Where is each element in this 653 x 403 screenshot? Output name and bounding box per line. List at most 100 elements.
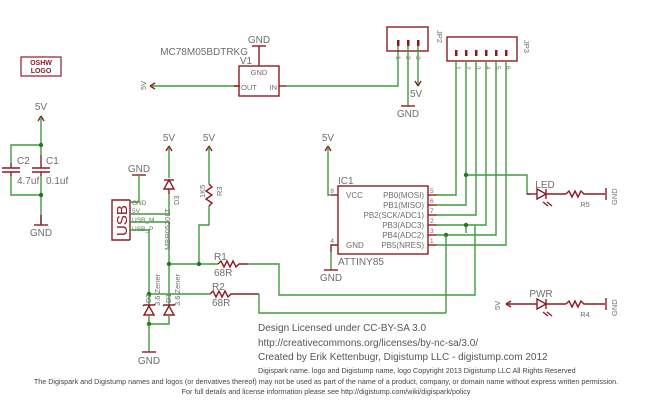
jp3-pin-2 xyxy=(465,50,468,56)
ic1-gnd: GND xyxy=(320,273,342,284)
r1-ref: R1 xyxy=(214,252,227,263)
usb-pin-usbm: USB_M xyxy=(132,217,154,224)
reg-pin-gnd: GND xyxy=(251,68,268,77)
jp3-pin-6 xyxy=(505,50,508,56)
decoupling-caps: 5V GND C2 4.7uf C1 0.1uf xyxy=(2,102,68,239)
r2-value: 68R xyxy=(212,298,230,309)
footer-created: Created by Erik Kettenbugr, Digistump LL… xyxy=(258,352,548,363)
ic1-pin-gnd: GND xyxy=(346,241,364,250)
r3-value: 1K5 xyxy=(198,185,207,198)
jp2-ref: JP2 xyxy=(435,30,444,43)
footer: Design Licensed under CC-BY-SA 3.0 http:… xyxy=(34,323,618,396)
d1-value: 3.6 Zener xyxy=(173,273,182,306)
jp3-pin6: 6 xyxy=(504,66,511,70)
usb-pin-gnd: GND xyxy=(132,200,147,207)
usb-pin-5v: 5V xyxy=(132,208,141,215)
ic1-part: ATTINY85 xyxy=(338,257,384,268)
logo-line2: LOGO xyxy=(31,68,52,75)
c1-ref: C1 xyxy=(46,156,59,167)
zener-gnd: GND xyxy=(138,356,160,367)
jp3-pin4: 4 xyxy=(484,66,491,70)
d2-ref: D2 xyxy=(144,293,153,303)
ic1-pin8-num: 8 xyxy=(330,188,334,195)
data-line-network: R1 68R R2 68R GND D2 3.6 Zener D1 3.6 Ze… xyxy=(138,233,476,367)
jp2-header: JP2 1 2 3 GND 5V xyxy=(386,26,444,120)
led-indicator: LED R5 GND xyxy=(527,180,619,209)
ic1-pin-num: 5 xyxy=(430,188,434,195)
ic1-pin-num: 2 xyxy=(430,218,434,225)
usb-label: USB xyxy=(114,205,131,236)
footer-details: For full details and license information… xyxy=(182,387,471,396)
pwr-5v: 5V xyxy=(493,301,502,310)
usb-connector: USB GND 5V USB_M USB_P GND xyxy=(111,164,170,295)
reg-pin-out: OUT xyxy=(241,83,257,92)
ic1-pin-num: 6 xyxy=(430,198,434,205)
d3-part: MBR0520LT xyxy=(163,208,172,250)
footer-copyright: Digispark name. logo and Digistump name,… xyxy=(258,366,576,375)
led-gnd: GND xyxy=(610,188,619,205)
ic1-pin-name: PB3(ADC3) xyxy=(382,221,424,230)
ic1-ref: IC1 xyxy=(338,176,354,187)
r3-5v: 5V xyxy=(203,133,216,144)
c1-value: 0.1uf xyxy=(46,176,68,187)
jp3-pin-4 xyxy=(485,50,488,56)
c2-value: 4.7uf xyxy=(17,176,39,187)
ic1-pin-num: 3 xyxy=(430,228,434,235)
jp3-header: JP3 1 2 3 4 5 6 xyxy=(446,36,531,70)
jp2-gnd: GND xyxy=(397,109,419,120)
ic1-pin-vcc: VCC xyxy=(346,191,363,200)
pwr-indicator: 5V PWR R4 GND xyxy=(493,289,619,319)
caps-5v: 5V xyxy=(35,102,48,113)
ic1-pin-name: PB0(MOSI) xyxy=(383,191,424,200)
jp3-pin2: 2 xyxy=(464,66,471,70)
usb-gnd: GND xyxy=(128,164,150,175)
c2-ref: C2 xyxy=(17,156,30,167)
footer-notice: The Digispark and Digistump names and lo… xyxy=(34,377,618,386)
r2-ref: R2 xyxy=(212,282,225,293)
jp3-ref: JP3 xyxy=(522,40,531,53)
ic1-pin-num: 1 xyxy=(430,238,434,245)
logo-line1: OSHW xyxy=(30,60,52,67)
resistor-r3: 5V 1K5 R3 xyxy=(198,133,224,264)
ic1-pin-name: PB4(ADC2) xyxy=(382,231,424,240)
jp2-5v: 5V xyxy=(410,89,423,100)
reg-pin-in: IN xyxy=(270,83,278,92)
jp3-pin5: 5 xyxy=(494,66,501,70)
ic1-5v: 5V xyxy=(322,133,335,144)
caps-gnd: GND xyxy=(30,228,52,239)
jp3-pin-5 xyxy=(495,50,498,56)
jp3-pin3: 3 xyxy=(474,66,481,70)
r5-ref: R5 xyxy=(580,200,590,209)
footer-license: Design Licensed under CC-BY-SA 3.0 xyxy=(258,323,427,334)
d3-5v: 5V xyxy=(163,133,176,144)
reg-part: MC78M05BDTRKG xyxy=(160,47,248,58)
ic1-attiny85: 5V GND IC1 ATTINY85 8 VCC 4 GND 5 PB0(MOS… xyxy=(320,133,437,284)
pwr-label: PWR xyxy=(529,289,552,300)
reg-gnd: GND xyxy=(248,35,270,46)
diode-d3: 5V D3 MBR0520LT xyxy=(162,133,181,250)
jp3-pin-1 xyxy=(455,50,458,56)
ic1-pin-name: PB5(NRES) xyxy=(381,241,424,250)
regulator-v1: 5V GND MC78M05BDTRKG V1 GND OUT IN xyxy=(139,35,399,97)
bus-wires xyxy=(436,61,530,313)
jp3-pin-3 xyxy=(475,50,478,56)
pwr-gnd: GND xyxy=(610,299,619,316)
ic1-pin-name: PB1(MISO) xyxy=(383,201,424,210)
led-label: LED xyxy=(535,180,554,191)
reg-ref: V1 xyxy=(240,56,253,67)
d1-ref: D1 xyxy=(164,293,173,303)
jp3-pin1: 1 xyxy=(454,66,461,70)
d3-ref: D3 xyxy=(172,195,181,205)
footer-url: http://creativecommons.org/licenses/by-n… xyxy=(258,338,478,349)
jp2-pin1: 1 xyxy=(394,56,401,60)
ic1-pin4-num: 4 xyxy=(330,238,334,245)
r3-ref: R3 xyxy=(215,186,224,196)
ic1-pin-num: 7 xyxy=(430,208,434,215)
r1-value: 68R xyxy=(214,268,232,279)
reg-out-5v: 5V xyxy=(139,81,148,90)
r4-ref: R4 xyxy=(580,310,590,319)
oshw-logo: OSHW LOGO xyxy=(20,56,62,77)
d2-value: 3.6 Zener xyxy=(153,273,162,306)
ic1-pin-name: PB2(SCK/ADC1) xyxy=(364,211,425,220)
